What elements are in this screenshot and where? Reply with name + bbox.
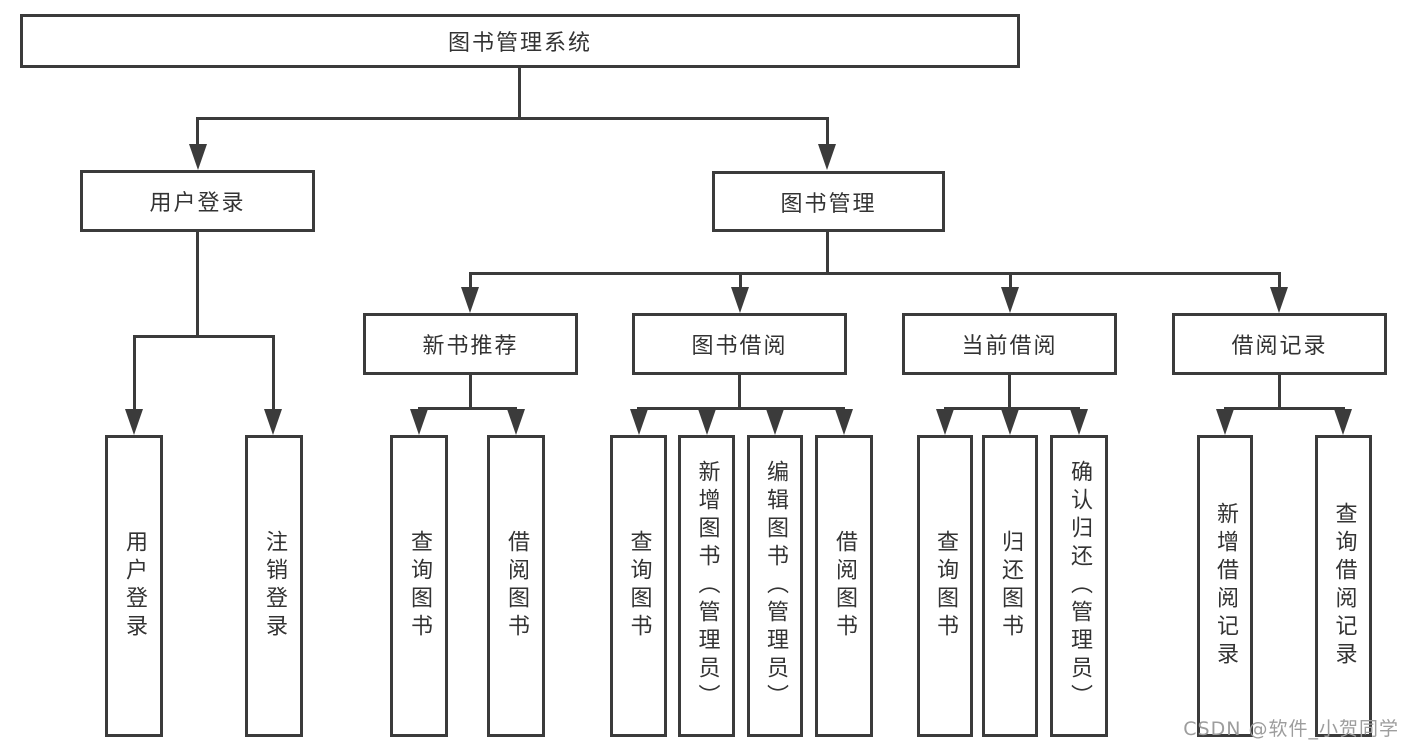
node-label: 确认归还（管理员）	[1067, 460, 1092, 712]
connector-line	[1278, 272, 1281, 292]
leaf-query-books-recommendation: 查询图书	[390, 435, 448, 737]
connector-line	[637, 407, 845, 410]
leaf-borrow-books-recommendation: 借阅图书	[487, 435, 545, 737]
leaf-query-borrowing-record: 查询借阅记录	[1315, 435, 1372, 737]
arrowhead	[1216, 409, 1234, 435]
connector-line	[1009, 272, 1012, 292]
node-label: 编辑图书（管理员）	[763, 460, 788, 712]
connector-line	[944, 407, 1080, 410]
connector-line	[1278, 375, 1281, 410]
node-book-borrowing: 图书借阅	[632, 313, 847, 375]
leaf-edit-books-admin: 编辑图书（管理员）	[747, 435, 803, 737]
connector-line	[1224, 407, 1345, 410]
arrowhead	[1334, 409, 1352, 435]
arrowhead	[1070, 409, 1088, 435]
node-label: 查询借阅记录	[1331, 502, 1357, 670]
node-label: 借阅图书	[504, 530, 529, 642]
arrowhead	[766, 409, 784, 435]
connector-line	[1008, 375, 1011, 410]
node-label: 新增图书（管理员）	[694, 460, 720, 712]
node-label: 用户登录	[122, 530, 147, 642]
leaf-add-borrowing-record: 新增借阅记录	[1197, 435, 1253, 737]
arrowhead	[1001, 409, 1019, 435]
leaf-query-books-current: 查询图书	[917, 435, 973, 737]
node-label: 用户登录	[149, 191, 246, 216]
node-label: 新增借阅记录	[1213, 502, 1238, 670]
arrowhead	[1001, 287, 1019, 313]
node-library-management-system: 图书管理系统	[20, 14, 1020, 68]
node-current-borrowing: 当前借阅	[902, 313, 1117, 375]
node-user-login: 用户登录	[80, 170, 315, 232]
connector-line	[196, 117, 199, 147]
node-book-management: 图书管理	[712, 171, 945, 232]
arrowhead	[189, 144, 207, 170]
leaf-user-login: 用户登录	[105, 435, 163, 737]
arrowhead	[835, 409, 853, 435]
leaf-confirm-return-admin: 确认归还（管理员）	[1050, 435, 1108, 737]
connector-line	[196, 232, 199, 338]
connector-line	[518, 68, 521, 120]
node-label: 新书推荐	[422, 334, 519, 359]
connector-line	[418, 407, 517, 410]
node-label: 查询图书	[626, 530, 652, 642]
connector-line	[826, 232, 829, 275]
arrowhead	[1270, 287, 1288, 313]
node-new-book-recommendation: 新书推荐	[363, 313, 578, 375]
arrowhead	[818, 144, 836, 170]
connector-line	[469, 272, 1281, 275]
arrowhead	[698, 409, 716, 435]
node-label: 归还图书	[998, 530, 1023, 642]
connector-line	[133, 335, 275, 338]
node-label: 图书借阅	[691, 334, 788, 359]
arrowhead	[731, 287, 749, 313]
leaf-add-books-admin: 新增图书（管理员）	[678, 435, 735, 737]
leaf-logout: 注销登录	[245, 435, 303, 737]
arrowhead	[461, 287, 479, 313]
node-label: 查询图书	[933, 530, 958, 642]
csdn-watermark: CSDN @软件_小贺同学	[1183, 718, 1399, 740]
arrowhead	[125, 409, 143, 435]
arrowhead	[264, 409, 282, 435]
connector-line	[826, 117, 829, 147]
node-label: 借阅记录	[1231, 334, 1328, 359]
arrowhead	[936, 409, 954, 435]
node-borrowing-records: 借阅记录	[1172, 313, 1387, 375]
connector-line	[469, 375, 472, 410]
connector-line	[196, 117, 829, 120]
connector-line	[469, 272, 472, 292]
arrowhead	[410, 409, 428, 435]
node-label: 当前借阅	[961, 334, 1058, 359]
leaf-return-books: 归还图书	[982, 435, 1038, 737]
node-label: 借阅图书	[832, 530, 857, 642]
connector-line	[133, 335, 136, 412]
node-label: 注销登录	[262, 530, 287, 642]
arrowhead	[507, 409, 525, 435]
connector-line	[739, 272, 742, 292]
connector-line	[738, 375, 741, 410]
node-label: 查询图书	[407, 530, 432, 642]
node-label: 图书管理系统	[447, 31, 592, 56]
connector-line	[272, 335, 275, 412]
arrowhead	[630, 409, 648, 435]
leaf-query-books-borrowing: 查询图书	[610, 435, 667, 737]
leaf-borrow-books-borrowing: 借阅图书	[815, 435, 873, 737]
node-label: 图书管理	[780, 191, 877, 217]
